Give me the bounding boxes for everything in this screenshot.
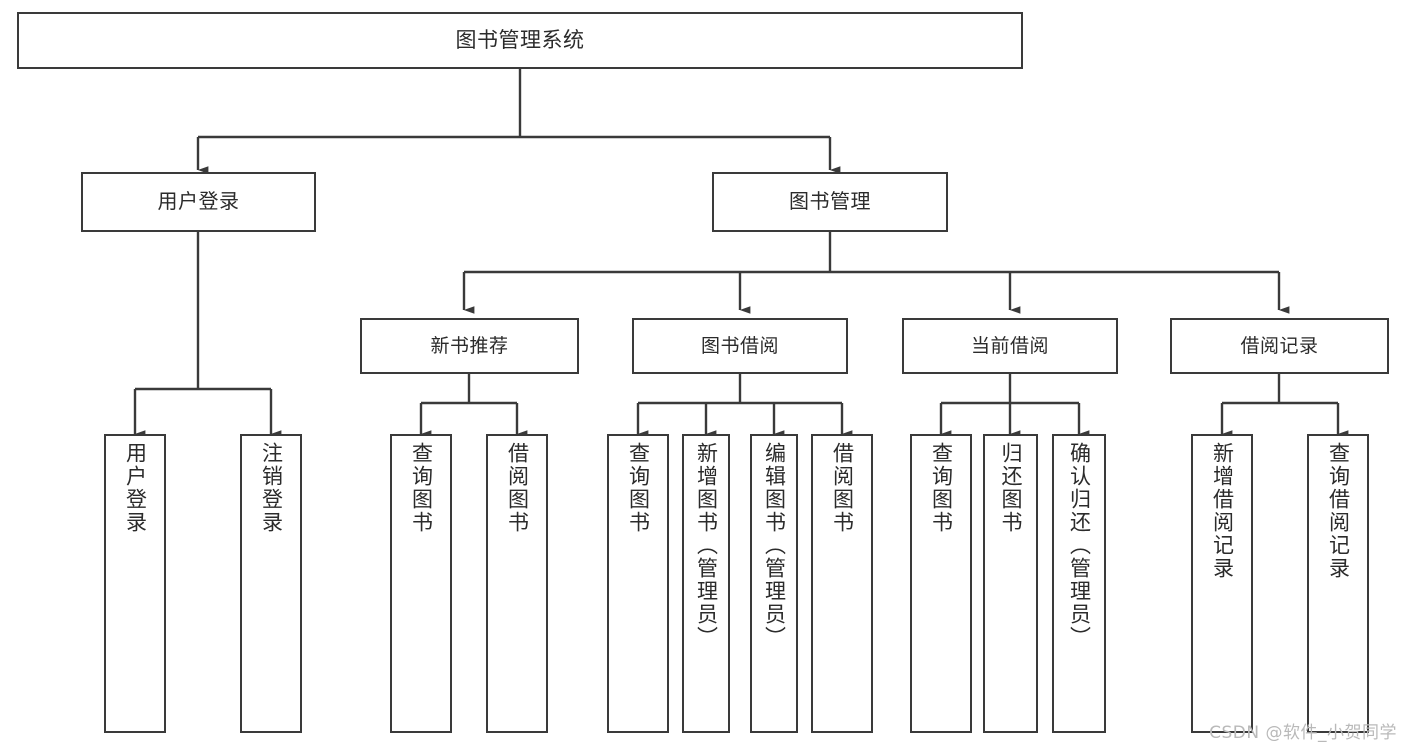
node-label: 查询借阅记录 (1326, 442, 1351, 580)
node-label: 查询图书 (929, 442, 954, 534)
node-label: 新增图书（管理员） (694, 442, 719, 649)
node-label: 借阅图书 (830, 442, 855, 534)
node-label: 图书借阅 (700, 334, 779, 357)
leaf-user-login-login[interactable]: 用户登录 (104, 434, 166, 733)
leaf-borrow-add-book-admin[interactable]: 新增图书（管理员） (682, 434, 730, 733)
node-label: 查询图书 (409, 442, 434, 534)
node-label: 确认归还（管理员） (1067, 442, 1092, 649)
node-label: 借阅记录 (1240, 334, 1319, 357)
node-label: 编辑图书（管理员） (762, 442, 787, 649)
leaf-user-login-logout[interactable]: 注销登录 (240, 434, 302, 733)
node-label: 归还图书 (998, 442, 1023, 534)
node-label: 注销登录 (259, 442, 284, 534)
node-label: 图书管理系统 (455, 28, 585, 53)
leaf-new-book-borrow[interactable]: 借阅图书 (486, 434, 548, 733)
node-current-borrow[interactable]: 当前借阅 (902, 318, 1118, 374)
watermark: CSDN @软件_小贺同学 (1209, 723, 1397, 743)
node-label: 当前借阅 (970, 334, 1049, 357)
leaf-current-return-book[interactable]: 归还图书 (983, 434, 1038, 733)
node-user-login[interactable]: 用户登录 (81, 172, 316, 232)
node-label: 用户登录 (123, 442, 148, 534)
leaf-current-confirm-return-admin[interactable]: 确认归还（管理员） (1052, 434, 1106, 733)
node-label: 查询图书 (626, 442, 651, 534)
node-book-borrow[interactable]: 图书借阅 (632, 318, 848, 374)
leaf-borrow-query-book[interactable]: 查询图书 (607, 434, 669, 733)
node-label: 图书管理 (789, 189, 871, 214)
node-root-system[interactable]: 图书管理系统 (17, 12, 1023, 69)
node-label: 新增借阅记录 (1210, 442, 1235, 580)
leaf-current-query-book[interactable]: 查询图书 (910, 434, 972, 733)
node-new-book-recommend[interactable]: 新书推荐 (360, 318, 579, 374)
node-label: 借阅图书 (505, 442, 530, 534)
node-borrow-records[interactable]: 借阅记录 (1170, 318, 1389, 374)
leaf-borrow-edit-book-admin[interactable]: 编辑图书（管理员） (750, 434, 798, 733)
leaf-records-query-record[interactable]: 查询借阅记录 (1307, 434, 1369, 733)
leaf-borrow-borrow-book[interactable]: 借阅图书 (811, 434, 873, 733)
node-label: 用户登录 (157, 189, 240, 214)
leaf-new-book-query[interactable]: 查询图书 (390, 434, 452, 733)
leaf-records-add-record[interactable]: 新增借阅记录 (1191, 434, 1253, 733)
node-book-management[interactable]: 图书管理 (712, 172, 948, 232)
node-label: 新书推荐 (430, 334, 509, 357)
